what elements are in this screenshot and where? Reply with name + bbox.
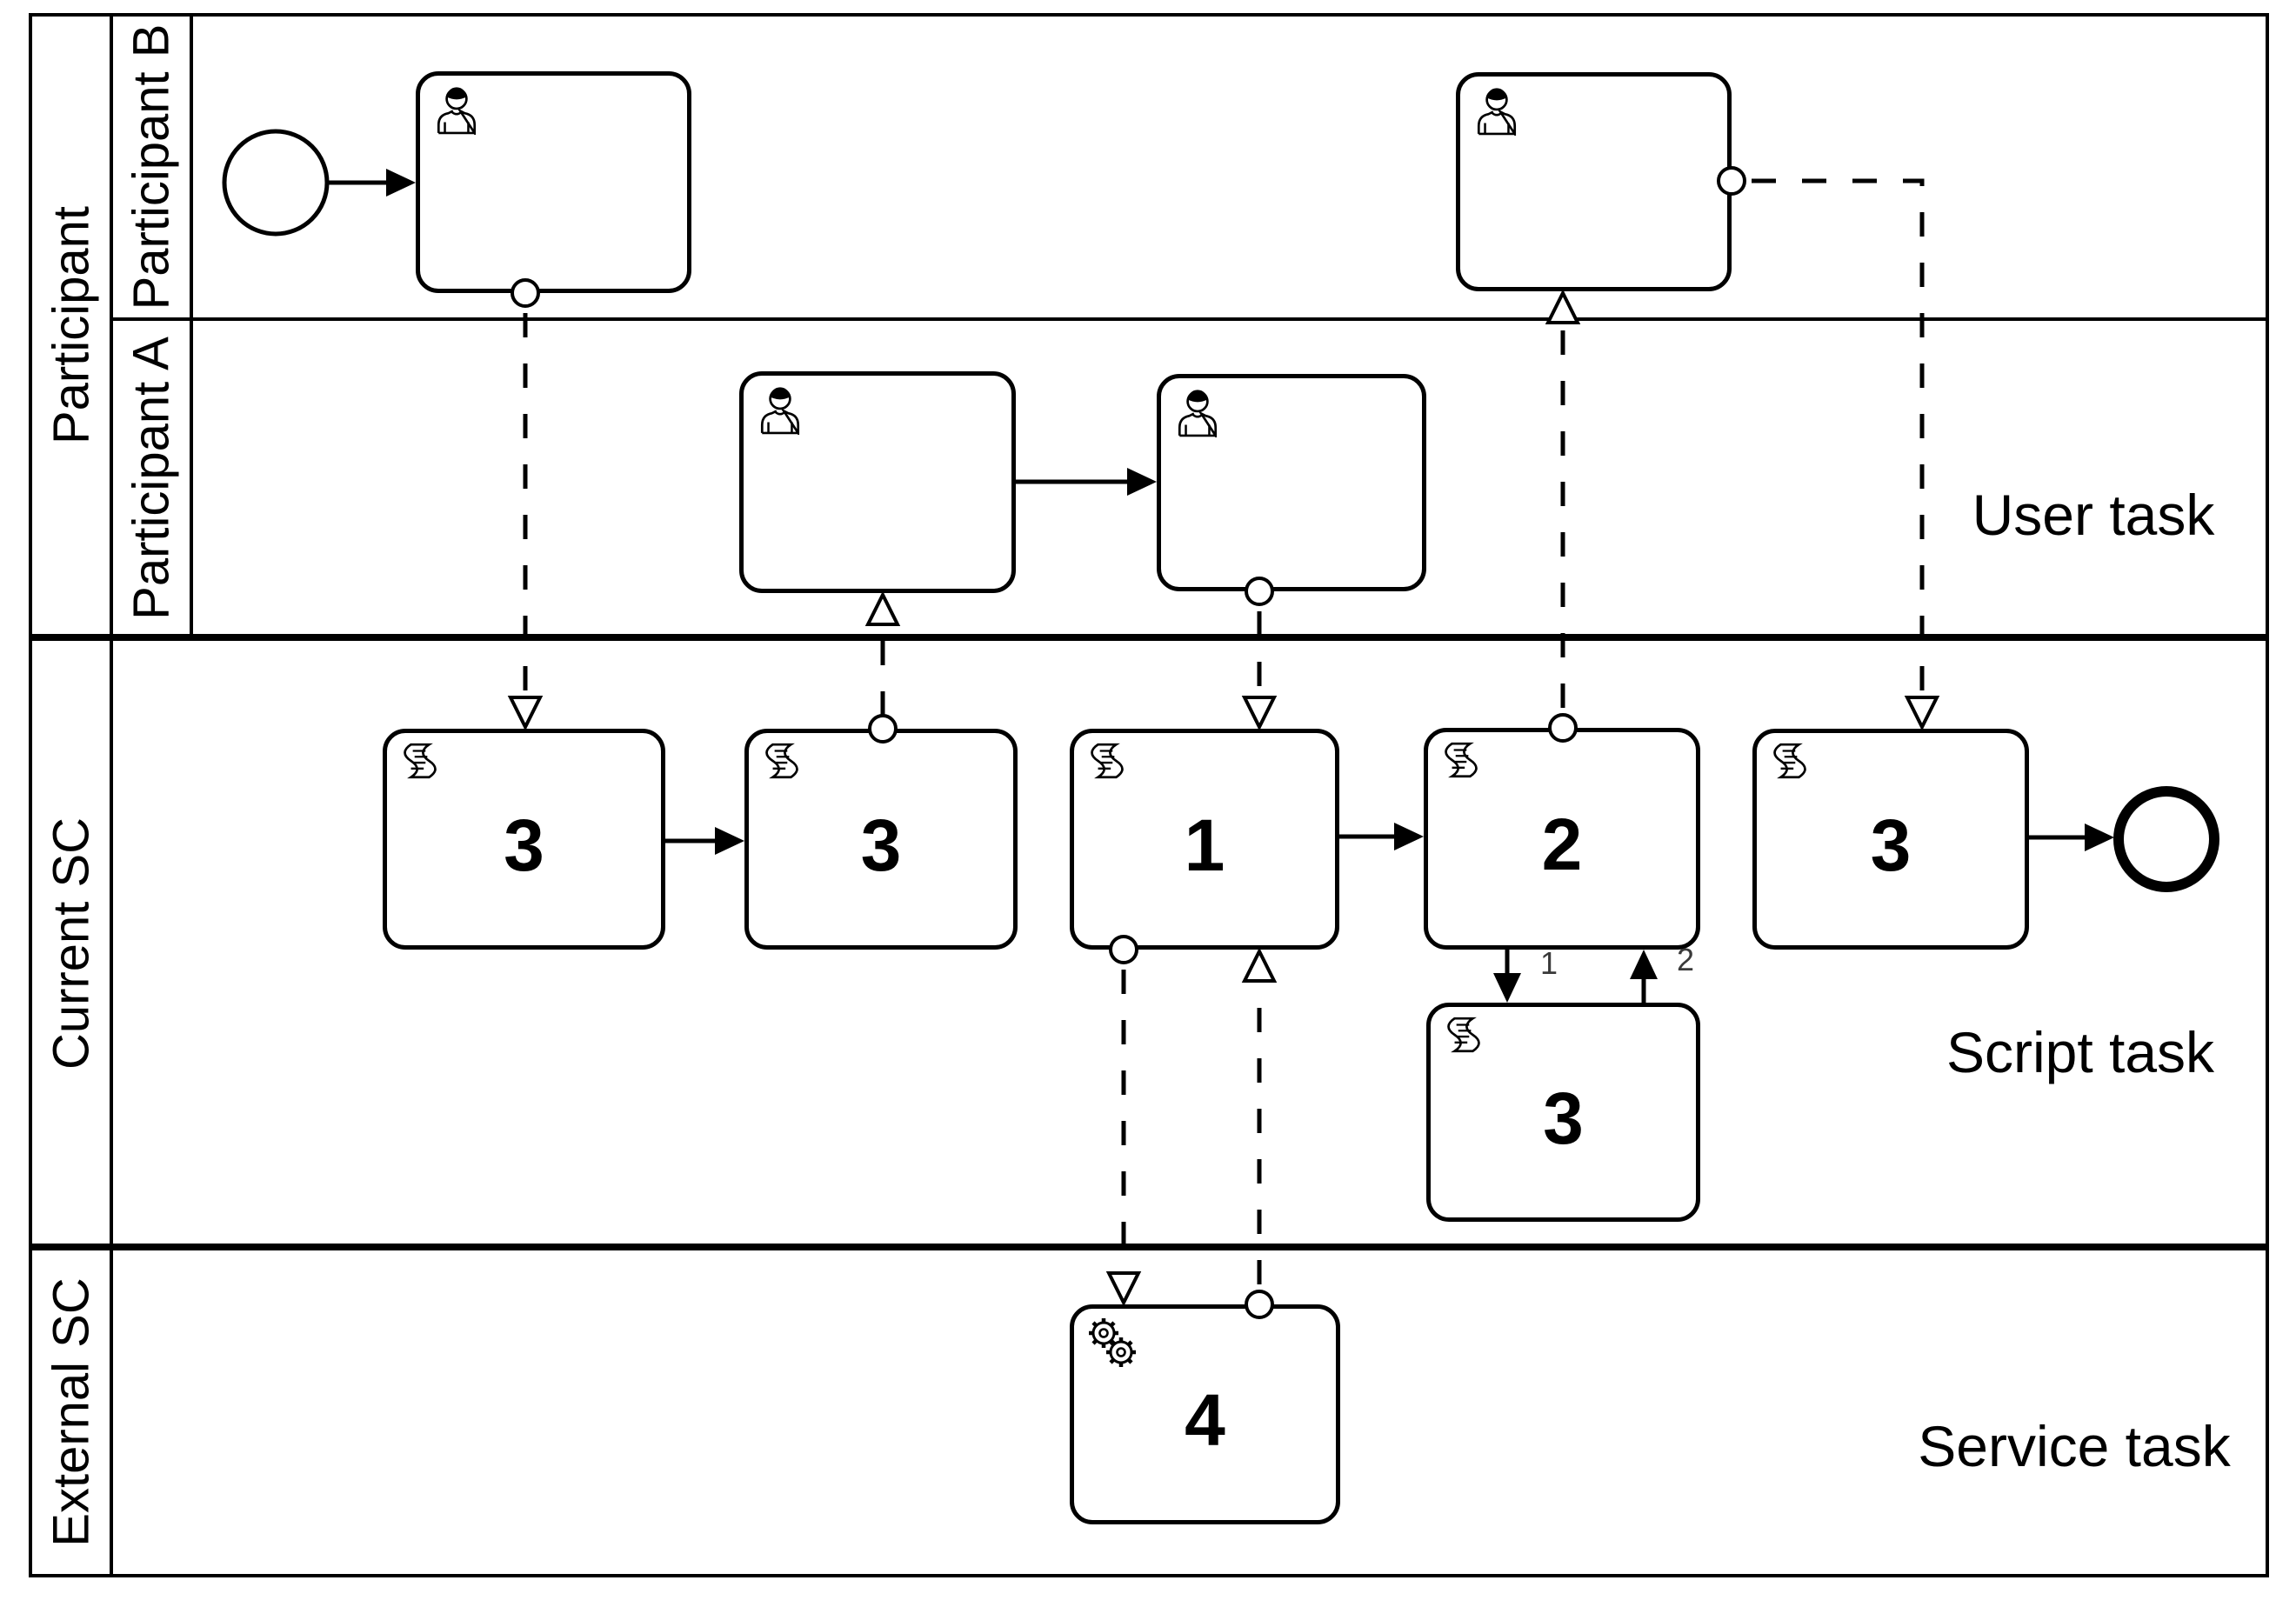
script-icon xyxy=(1773,743,1806,779)
user-icon xyxy=(760,387,800,435)
pool-current-sc: Current SC xyxy=(29,637,2269,1247)
script-task-c2: 3 xyxy=(744,729,1018,950)
user-task-a1 xyxy=(739,371,1016,593)
annotation-service-task: Service task xyxy=(1918,1414,2231,1478)
pool-participant-label-divider xyxy=(110,17,113,634)
lane-divider xyxy=(110,317,2266,321)
script-task-c5: 3 xyxy=(1426,1003,1700,1222)
script-icon xyxy=(765,743,798,779)
script-icon xyxy=(404,743,437,779)
user-task-a2 xyxy=(1157,374,1426,591)
flow-order-label-2: 2 xyxy=(1676,942,1695,977)
task-label: 3 xyxy=(504,804,544,886)
script-icon xyxy=(1447,1017,1480,1053)
script-icon xyxy=(1091,743,1124,779)
task-label: 1 xyxy=(1184,804,1225,886)
pool-external-sc-label-divider xyxy=(110,1250,113,1574)
pool-external-sc: External SC xyxy=(29,1247,2269,1577)
user-icon xyxy=(437,87,477,135)
user-task-b2 xyxy=(1456,72,1732,291)
lane-label-divider xyxy=(190,17,193,634)
script-task-c3: 1 xyxy=(1070,729,1339,950)
script-icon xyxy=(1445,742,1478,778)
user-icon xyxy=(1477,88,1517,136)
task-label: 3 xyxy=(1543,1077,1584,1159)
flow-order-label-1: 1 xyxy=(1539,945,1558,981)
annotation-script-task: Script task xyxy=(1946,1020,2215,1084)
task-label: 3 xyxy=(860,804,902,886)
script-task-c6: 3 xyxy=(1752,729,2029,950)
pool-current-sc-label-divider xyxy=(110,641,113,1244)
task-label: 2 xyxy=(1541,804,1583,885)
pool-current-sc-label: Current SC xyxy=(43,817,100,1070)
task-label: 3 xyxy=(1870,804,1912,886)
pool-participant-label: Participant xyxy=(43,205,100,445)
service-gears-icon xyxy=(1089,1318,1136,1367)
pool-external-sc-label: External SC xyxy=(43,1277,100,1547)
script-task-c1: 3 xyxy=(383,729,665,950)
lane-participant-a-label: Participant A xyxy=(123,337,180,620)
task-label: 4 xyxy=(1185,1379,1225,1461)
script-task-c4: 2 xyxy=(1424,728,1700,950)
lane-participant-b-label: Participant B xyxy=(123,23,180,310)
pool-participant: Participant Participant B Participant A xyxy=(29,13,2269,637)
user-task-b1 xyxy=(416,71,691,293)
annotation-user-task: User task xyxy=(1972,483,2215,547)
user-icon xyxy=(1178,390,1218,437)
service-task-e1: 4 xyxy=(1070,1304,1340,1524)
